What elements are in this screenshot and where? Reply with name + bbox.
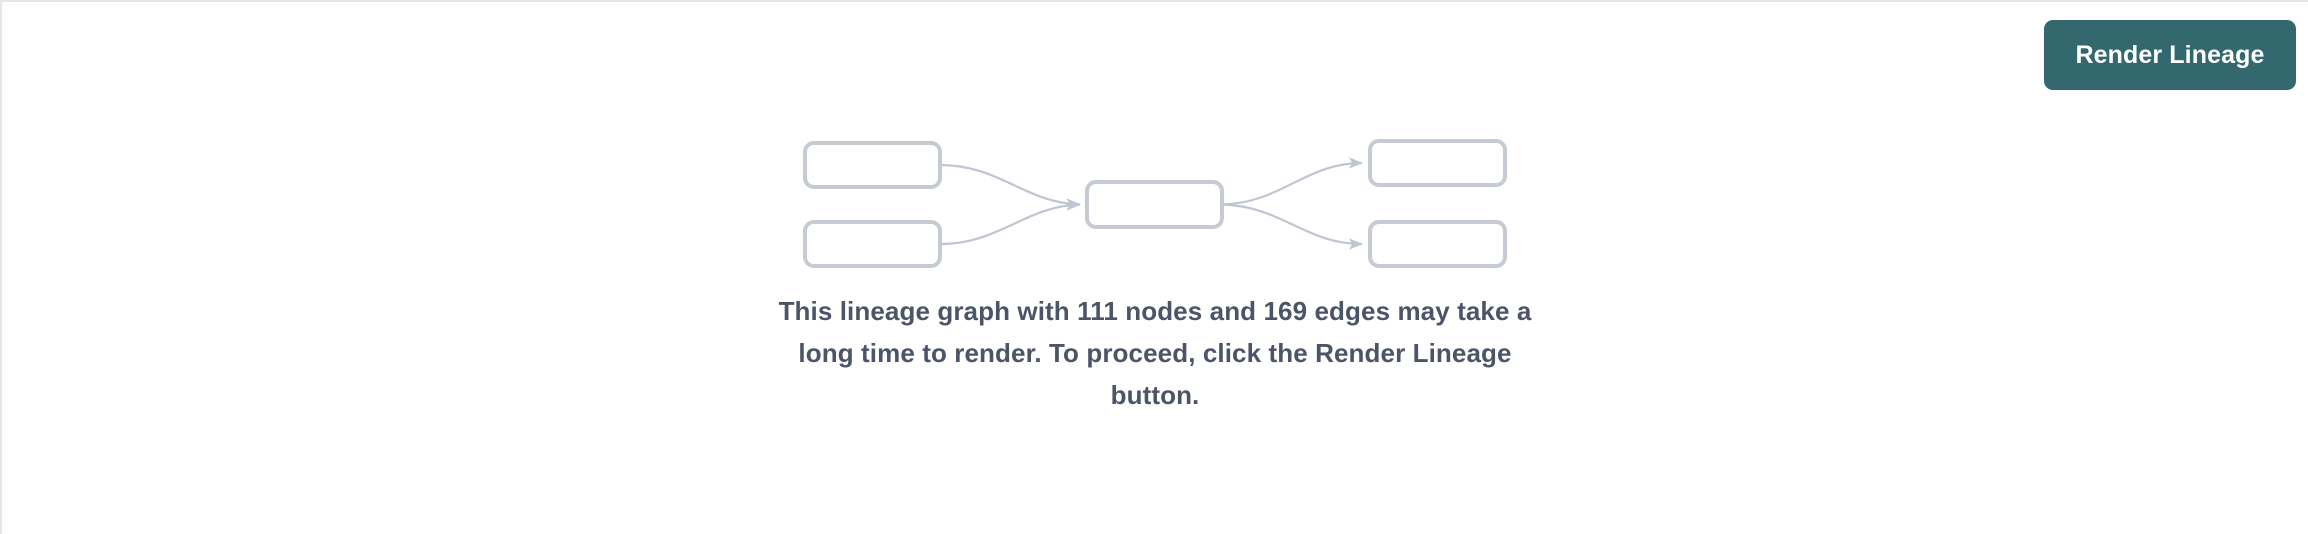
lineage-edge-downstream-2 bbox=[1221, 203, 1363, 250]
lineage-placeholder-graphic bbox=[803, 139, 1507, 268]
lineage-node-downstream-2 bbox=[1368, 220, 1507, 268]
lineage-edge-upstream-1 bbox=[939, 163, 1081, 210]
lineage-node-focus bbox=[1085, 180, 1224, 229]
lineage-node-upstream-1 bbox=[803, 141, 942, 189]
lineage-placeholder-message: This lineage graph with 111 nodes and 16… bbox=[778, 296, 1532, 410]
lineage-node-upstream-2 bbox=[803, 220, 942, 268]
lineage-edge-downstream-1 bbox=[1221, 157, 1363, 206]
render-lineage-button[interactable]: Render Lineage bbox=[2044, 20, 2296, 90]
lineage-node-downstream-1 bbox=[1368, 139, 1507, 187]
lineage-edge-upstream-2 bbox=[939, 199, 1081, 246]
